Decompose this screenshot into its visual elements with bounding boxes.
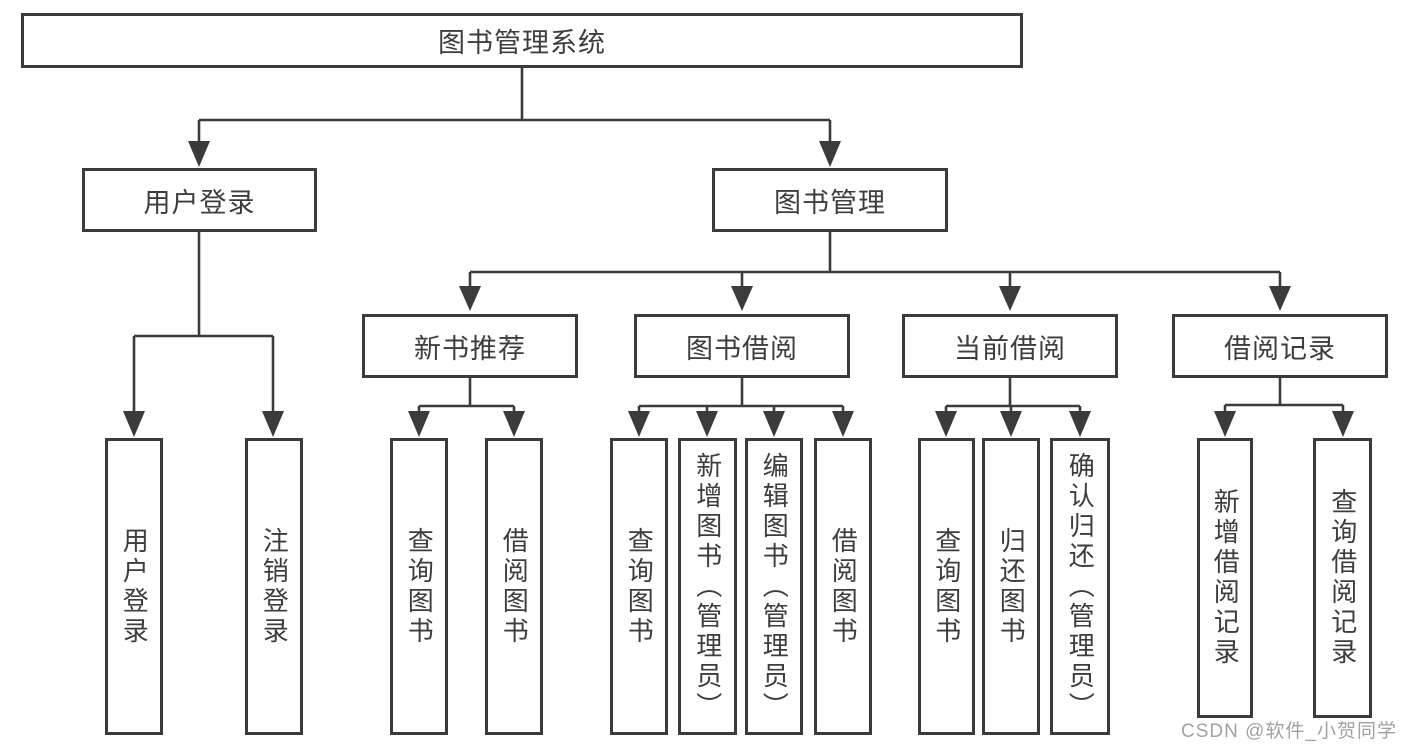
node-user-login: 用户登录 bbox=[82, 168, 317, 232]
leaf-add-borrow-record: 新增借阅记录 bbox=[1197, 438, 1253, 718]
node-label: 新增图书（管理员） bbox=[692, 451, 723, 722]
node-label: 查询图书 bbox=[624, 526, 655, 647]
node-label: 编辑图书（管理员） bbox=[759, 451, 790, 722]
node-label: 图书借阅 bbox=[686, 333, 798, 364]
node-label: 注销登录 bbox=[259, 526, 290, 647]
leaf-confirm-return-admin: 确认归还（管理员） bbox=[1050, 438, 1110, 735]
node-root-system: 图书管理系统 bbox=[21, 13, 1023, 68]
leaf-query-books-recommend: 查询图书 bbox=[390, 438, 448, 735]
csdn-watermark: CSDN @软件_小贺同学 bbox=[1181, 721, 1397, 742]
node-label: 查询借阅记录 bbox=[1327, 488, 1358, 668]
node-label: 归还图书 bbox=[996, 526, 1027, 647]
leaf-query-borrow-record: 查询借阅记录 bbox=[1313, 438, 1372, 718]
node-book-borrow: 图书借阅 bbox=[634, 314, 850, 378]
leaf-user-login: 用户登录 bbox=[105, 438, 163, 735]
node-label: 查询图书 bbox=[931, 526, 962, 647]
leaf-return-books: 归还图书 bbox=[982, 438, 1040, 735]
node-label: 用户登录 bbox=[143, 187, 256, 218]
node-label: 确认归还（管理员） bbox=[1065, 451, 1096, 722]
node-label: 图书管理 bbox=[774, 187, 886, 218]
node-label: 借阅记录 bbox=[1224, 333, 1336, 364]
leaf-logout: 注销登录 bbox=[245, 438, 303, 735]
node-book-management: 图书管理 bbox=[712, 168, 948, 232]
node-label: 当前借阅 bbox=[954, 333, 1066, 364]
node-label: 借阅图书 bbox=[828, 526, 859, 647]
leaf-query-books-borrow: 查询图书 bbox=[610, 438, 668, 735]
leaf-borrow-books: 借阅图书 bbox=[814, 438, 872, 735]
node-current-borrow: 当前借阅 bbox=[902, 314, 1118, 378]
node-label: 查询图书 bbox=[404, 526, 435, 647]
node-borrow-record: 借阅记录 bbox=[1172, 314, 1388, 378]
node-label: 借阅图书 bbox=[499, 526, 530, 647]
leaf-edit-books-admin: 编辑图书（管理员） bbox=[745, 438, 803, 735]
node-label: 新增借阅记录 bbox=[1210, 488, 1241, 668]
node-new-book-recommend: 新书推荐 bbox=[362, 314, 578, 378]
node-label: 用户登录 bbox=[119, 526, 150, 647]
node-label: 新书推荐 bbox=[414, 333, 526, 364]
leaf-borrow-books-recommend: 借阅图书 bbox=[485, 438, 543, 735]
leaf-query-books-current: 查询图书 bbox=[918, 438, 975, 735]
node-label: 图书管理系统 bbox=[438, 28, 606, 58]
leaf-add-books-admin: 新增图书（管理员） bbox=[678, 438, 737, 735]
